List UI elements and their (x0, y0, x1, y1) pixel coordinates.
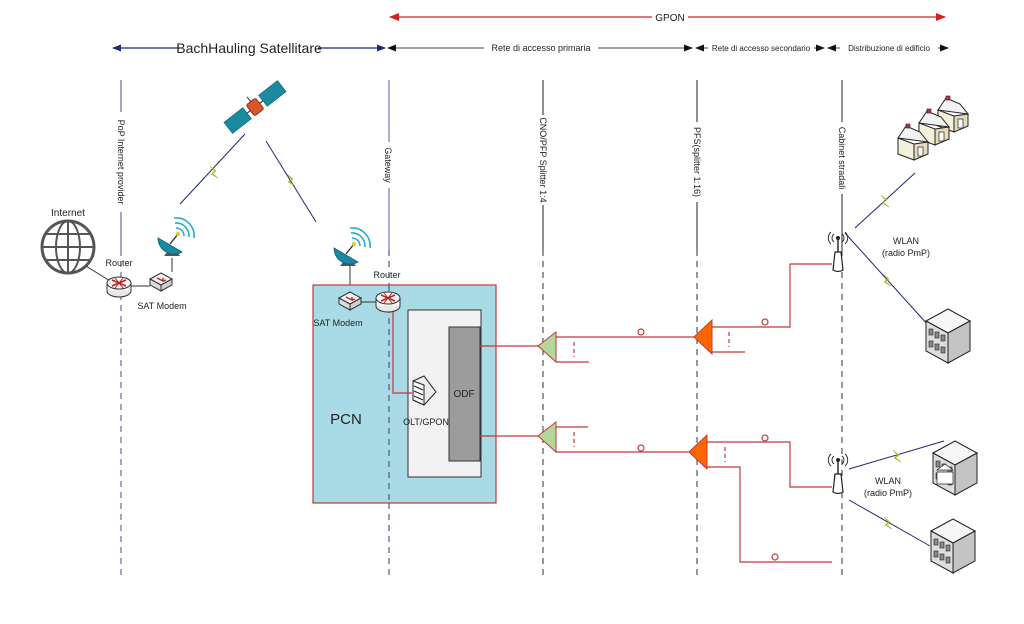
segment-secondary-label: Rete di accesso secondario (712, 44, 811, 53)
segment-primary-label: Rete di accesso primaria (491, 43, 590, 53)
satellite-dish-icon (157, 217, 195, 257)
olt-gpon: OLT/GPON (403, 375, 449, 427)
sat-modem-gateway-label: SAT Modem (313, 318, 362, 328)
column-pfs-label: PFS(splitter 1:16) (692, 127, 702, 197)
internet-globe: Internet (40, 208, 96, 275)
wireless-link-icon (880, 194, 890, 208)
olt-cabinet: ODF (407, 309, 482, 478)
houses-group (897, 95, 969, 161)
wireless-link-icon (883, 516, 893, 530)
column-cno: CNO/PFP Splitter 1:4 (536, 80, 550, 575)
segment-building: Distribuzione di edificio (827, 42, 949, 54)
column-pop: PoP Internet provider (114, 80, 128, 575)
bank-building (932, 440, 978, 496)
wlan-top-title: WLAN (893, 236, 919, 246)
wlan-bottom-title: WLAN (875, 476, 901, 486)
splitter-secondary-top (693, 318, 713, 356)
wireless-link-icon (882, 273, 892, 287)
backhaul-span: BachHauling Satellitare (112, 40, 386, 56)
backhaul-label: BachHauling Satellitare (176, 40, 322, 56)
column-gateway: Gateway (382, 80, 396, 575)
sat-modem-pop: SAT Modem (137, 272, 187, 311)
segment-building-label: Distribuzione di edificio (848, 44, 930, 53)
satellite-dish-icon (333, 227, 371, 267)
olt-label: OLT/GPON (403, 417, 449, 427)
wlan-top-subtitle: (radio PmP) (882, 248, 930, 258)
column-cabinet-label: Cabinet stradali (837, 127, 847, 190)
splitter-secondary-bottom (688, 433, 708, 471)
connector-markers (637, 318, 779, 561)
sat-modem-gateway: SAT Modem (313, 291, 363, 328)
satellite-icon (223, 80, 287, 134)
segment-secondary: Rete di accesso secondario (695, 42, 825, 54)
column-cabinet: Cabinet stradali (835, 80, 849, 575)
segment-primary: Rete di accesso primaria (387, 42, 693, 54)
wireless-link-icon (286, 173, 296, 187)
column-pop-label: PoP Internet provider (116, 120, 126, 205)
olt-icon (412, 375, 437, 406)
odf-label: ODF (453, 389, 474, 400)
router-icon (375, 291, 401, 313)
sat-modem-pop-label: SAT Modem (137, 301, 186, 311)
router-icon (106, 276, 132, 298)
column-pfs: PFS(splitter 1:16) (690, 80, 704, 580)
router-pop: Router (105, 258, 133, 298)
office-building-icon (930, 518, 976, 574)
wlan-top-label: WLAN (radio PmP) (882, 236, 930, 258)
gpon-span: GPON (389, 10, 946, 24)
modem-icon (149, 272, 173, 292)
splitter-primary-top (537, 330, 557, 364)
column-cno-label: CNO/PFP Splitter 1:4 (538, 117, 548, 202)
router-pop-label: Router (105, 258, 132, 268)
wlan-bottom-label: WLAN (radio PmP) (864, 476, 912, 498)
wlan-bottom-subtitle: (radio PmP) (864, 488, 912, 498)
fiber-network (480, 263, 832, 563)
gpon-label: GPON (655, 13, 684, 24)
globe-icon (40, 219, 96, 275)
pcn-label: PCN (330, 411, 362, 428)
office-building-icon (925, 308, 971, 364)
router-gateway-label: Router (373, 270, 400, 280)
antenna-icon (827, 231, 849, 273)
splitter-primary-bottom (537, 420, 557, 454)
internet-label: Internet (51, 208, 85, 219)
column-gateway-label: Gateway (383, 147, 393, 183)
